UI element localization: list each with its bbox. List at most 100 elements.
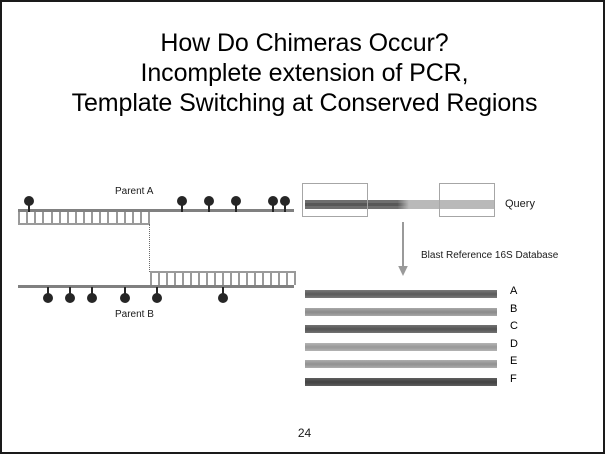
pin-marker [177, 196, 187, 212]
pin-head [218, 293, 228, 303]
page-number: 24 [297, 426, 312, 440]
conserved-region-box-2 [439, 183, 495, 217]
ladder-rung [107, 212, 110, 225]
blast-database-label: Blast Reference 16S Database [421, 250, 559, 261]
pin-stem [124, 287, 126, 297]
ladder-rung [99, 212, 102, 225]
parent-b-label: Parent B [115, 309, 154, 320]
query-label: Query [505, 198, 535, 210]
hit-label-a: A [510, 285, 518, 297]
query-sequence-core [305, 203, 494, 206]
pin-stem [208, 202, 210, 212]
page-title: How Do Chimeras Occur? Incomplete extens… [2, 28, 603, 118]
title-line-1: How Do Chimeras Occur? [160, 29, 449, 57]
ladder-rung [115, 212, 118, 225]
hit-label-c: C [510, 320, 518, 332]
pin-marker [24, 196, 34, 212]
ladder-rung [74, 212, 77, 225]
hit-label-b: B [510, 302, 518, 315]
ladder-rung [222, 271, 224, 285]
pin-marker [231, 196, 241, 212]
ladder-rung [42, 212, 45, 225]
pin-marker [152, 287, 162, 303]
ladder-rung [246, 271, 248, 285]
ladder-rung [158, 271, 160, 285]
ladder-rung [66, 212, 69, 225]
ladder-rung [294, 271, 296, 285]
pin-stem [47, 287, 49, 297]
hit-bar-a [305, 290, 497, 298]
hit-label-d: D [510, 337, 518, 350]
template-switch-connector [149, 224, 150, 272]
hit-label-e: E [510, 355, 518, 367]
ladder-rung [58, 212, 61, 225]
title-line-3: Template Switching at Conserved Regions [71, 89, 538, 117]
hit-bar-f [305, 377, 497, 386]
pin-marker [120, 287, 130, 303]
pin-stem [91, 287, 93, 297]
ladder-rung [131, 212, 134, 225]
pin-stem [272, 202, 274, 212]
pin-head [280, 196, 290, 206]
hit-bar-e [305, 360, 497, 368]
conserved-region-box-1 [302, 183, 368, 217]
pin-head [177, 196, 187, 206]
ladder-rung [139, 212, 142, 225]
ladder-rung [286, 271, 288, 285]
ladder-rung [123, 212, 126, 225]
hit-label-f: F [510, 372, 517, 385]
ladder-rung [238, 271, 240, 285]
ladder-rung [198, 271, 200, 285]
ladder-rung [50, 212, 53, 225]
hit-bar-b [305, 307, 497, 316]
hit-bar-c [305, 325, 497, 333]
ladder-rung [91, 212, 94, 225]
ladder-rung [18, 212, 20, 225]
ladder-rung [34, 212, 37, 225]
pin-marker [87, 287, 97, 303]
pin-stem [69, 287, 71, 297]
pin-head [231, 196, 241, 206]
pin-marker [204, 196, 214, 212]
down-arrow-icon [398, 222, 408, 276]
pin-stem [222, 287, 224, 297]
strand-backbone [18, 285, 294, 288]
pin-stem [181, 202, 183, 212]
pin-head [204, 196, 214, 206]
pin-stem [28, 202, 30, 212]
ladder-rung [206, 271, 208, 285]
ladder-rung [174, 271, 176, 285]
ladder-rung [254, 271, 256, 285]
ladder-rung [262, 271, 264, 285]
pin-stem [284, 202, 286, 212]
pin-marker [268, 196, 278, 212]
pin-stem [156, 287, 158, 297]
pin-head [152, 293, 162, 303]
ladder-rung [26, 212, 29, 225]
ladder-rung [278, 271, 280, 285]
strand-backbone [18, 209, 294, 212]
pin-marker [43, 287, 53, 303]
hit-bar-d [305, 342, 497, 351]
pin-head [65, 293, 75, 303]
ladder-rung [190, 271, 192, 285]
pin-marker [65, 287, 75, 303]
pin-stem [235, 202, 237, 212]
ladder-rung [83, 212, 85, 225]
pin-head [24, 196, 34, 206]
ladder-rung [166, 271, 168, 285]
pin-head [43, 293, 53, 303]
pin-head [268, 196, 278, 206]
title-line-2: Incomplete extension of PCR, [140, 59, 469, 87]
pin-marker [218, 287, 228, 303]
ladder-rung [182, 271, 184, 285]
parent-a-label: Parent A [115, 186, 154, 197]
ladder-rung [214, 271, 216, 285]
ladder-rung [270, 271, 272, 285]
ladder-rung [230, 271, 232, 285]
pin-head [120, 293, 130, 303]
pin-marker [280, 196, 290, 212]
pin-head [87, 293, 97, 303]
ladder-rung [150, 271, 152, 285]
